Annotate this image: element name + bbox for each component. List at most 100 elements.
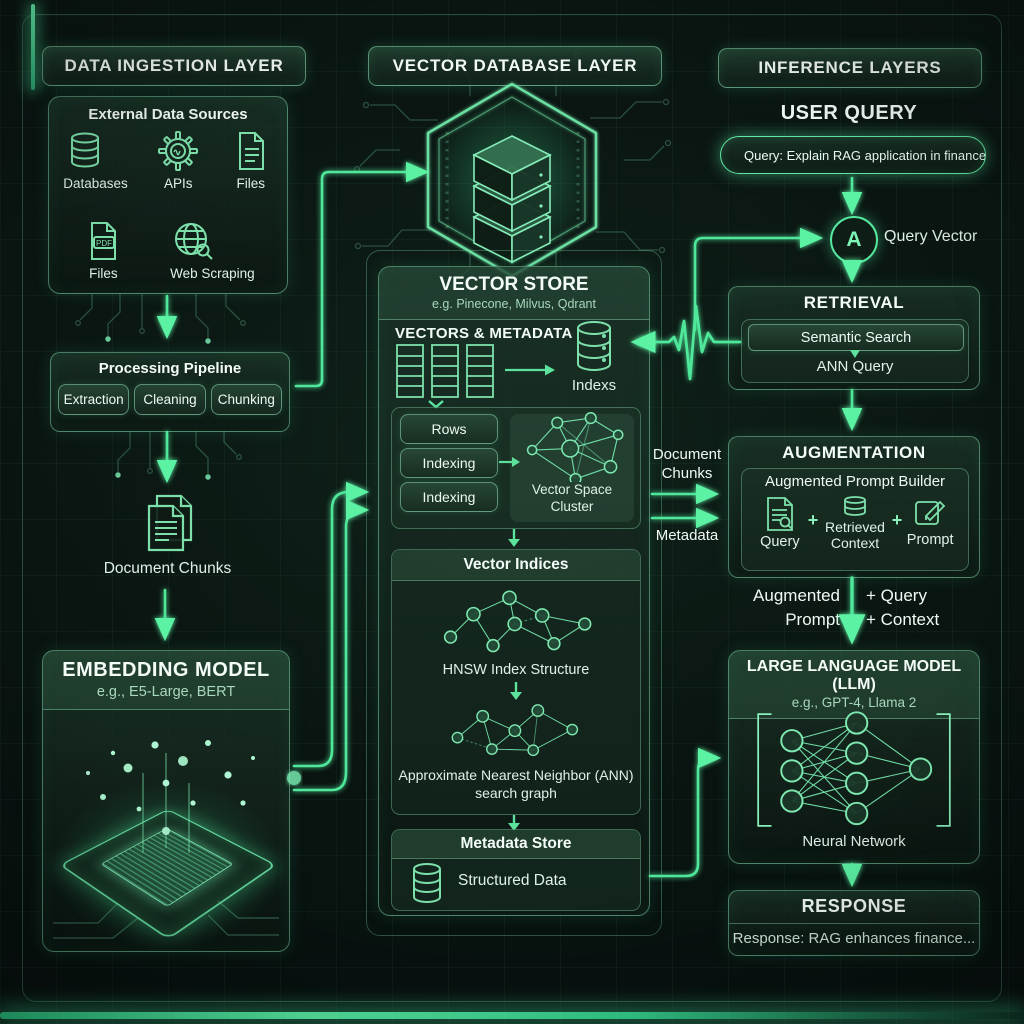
source-databases: Databases	[63, 129, 128, 191]
source-files: Files	[229, 129, 273, 191]
context-db-icon	[844, 496, 866, 516]
vector-space-cluster-icon	[526, 412, 624, 482]
index-database-icon	[577, 321, 611, 371]
retrieval-title: RETRIEVAL	[803, 293, 905, 312]
embedding-model-subtitle: e.g., E5-Large, BERT	[96, 684, 236, 700]
plus-sign: +	[891, 510, 903, 530]
embedding-chip-illustration	[43, 713, 289, 950]
response-panel: RESPONSE Response: RAG enhances finance.…	[728, 890, 980, 956]
gear-icon	[158, 131, 199, 171]
source-label: APIs	[164, 176, 193, 191]
plus-sign: +	[807, 510, 819, 530]
prompt-builder-box: Augmented Prompt Builder Query + Retriev…	[741, 468, 969, 571]
to-indices-arrow	[508, 529, 520, 547]
index-label: Indexs	[571, 377, 617, 394]
inference-layers-title: INFERENCE LAYERS	[758, 58, 942, 77]
vector-indices-panel: Vector Indices HNSW Index Structure A	[391, 549, 641, 815]
tables-to-index-arrow	[505, 364, 555, 376]
structured-data-label: Structured Data	[458, 872, 567, 889]
ann-label: Approximate Nearest Neighbor (ANN) searc…	[398, 767, 634, 802]
neural-network-icon	[757, 711, 951, 827]
external-data-sources-title: External Data Sources	[88, 106, 248, 123]
to-metadata-store-arrow	[508, 815, 520, 831]
edge-label-document-chunks: Document Chunks	[652, 446, 722, 482]
chip-particles	[53, 740, 279, 939]
query-vector-node: A	[830, 216, 878, 264]
store-pill-indexing-1: Indexing	[400, 448, 498, 478]
llm-header: LARGE LANGUAGE MODEL (LLM) e.g., GPT-4, …	[729, 651, 979, 719]
data-ingestion-layer-title: DATA INGESTION LAYER	[64, 56, 284, 75]
store-pill-rows: Rows	[400, 414, 498, 444]
pipeline-step-cleaning: Cleaning	[134, 384, 206, 415]
flow-plus-context: + Context	[866, 609, 940, 629]
prompt-builder-components: Query + Retrieved Context + Prompt	[742, 490, 968, 551]
vector-database-layer-title: VECTOR DATABASE LAYER	[392, 56, 638, 75]
source-pdf-files: PDF Files	[81, 219, 125, 281]
source-apis: APIs	[156, 129, 200, 191]
vectors-metadata-label: VECTORS & METADATA	[395, 325, 573, 342]
llm-panel: LARGE LANGUAGE MODEL (LLM) e.g., GPT-4, …	[728, 650, 980, 864]
component-retrieved-context: Retrieved Context	[818, 496, 892, 551]
pdf-file-icon: PDF	[91, 222, 117, 260]
response-title: RESPONSE	[729, 891, 979, 924]
hnsw-graph-icon	[443, 590, 592, 653]
structured-data-icon	[413, 863, 441, 903]
vector-space-cluster-label: Vector Space Cluster	[531, 482, 613, 514]
rows-indexing-box: Rows Indexing Indexing Vector Space Clus…	[391, 407, 641, 529]
svg-text:PDF: PDF	[96, 239, 112, 248]
source-label: Web Scraping	[170, 266, 255, 281]
hnsw-label: HNSW Index Structure	[442, 662, 590, 678]
prompt-builder-title: Augmented Prompt Builder	[764, 473, 946, 490]
source-label: Databases	[63, 176, 128, 191]
query-vector-badge: A	[846, 228, 862, 251]
vector-indices-title: Vector Indices	[392, 550, 640, 581]
bottom-glow-bar	[0, 1012, 1024, 1019]
response-text: Response: RAG enhances finance...	[732, 930, 976, 947]
tables-down-chevron	[428, 400, 444, 409]
globe-search-icon	[175, 223, 213, 260]
edge-label-metadata: Metadata	[655, 527, 719, 544]
source-label: Files	[236, 176, 265, 191]
external-data-sources-panel: External Data Sources Databases APIs Fil…	[48, 96, 288, 294]
query-vector-label: Query Vector	[884, 228, 978, 245]
ann-graph-icon	[451, 704, 579, 757]
augmented-prompt-flow-label: Augmented Prompt	[753, 586, 840, 629]
pipeline-step-extraction: Extraction	[58, 384, 130, 415]
pills-to-cluster-arrow	[499, 457, 520, 467]
file-icon	[238, 132, 264, 170]
component-query: Query	[752, 496, 808, 550]
prompt-edit-icon	[915, 500, 946, 525]
server-stack-icon	[472, 135, 552, 264]
hnsw-to-ann-arrow	[510, 682, 522, 700]
inference-layers-header: INFERENCE LAYERS	[718, 48, 982, 88]
data-ingestion-layer-header: DATA INGESTION LAYER	[42, 46, 306, 86]
source-label: Files	[89, 266, 118, 281]
source-web-scraping: Web Scraping	[170, 219, 255, 281]
embedding-model-panel: EMBEDDING MODEL e.g., E5-Large, BERT	[42, 650, 290, 952]
processing-pipeline-title: Processing Pipeline	[98, 360, 242, 377]
vector-store-subtitle: e.g. Pinecone, Milvus, Qdrant	[432, 297, 596, 311]
store-pill-indexing-2: Indexing	[400, 482, 498, 512]
stacked-documents-icon	[147, 494, 192, 552]
neural-network-caption: Neural Network	[802, 833, 906, 850]
query-context-flow-label: + Query + Context	[866, 584, 939, 632]
augmentation-title: AUGMENTATION	[782, 443, 926, 462]
processing-pipeline-panel: Processing Pipeline Extraction Cleaning …	[50, 352, 290, 432]
vector-db-outer-container	[366, 250, 662, 936]
vector-store-panel: VECTOR STORE e.g. Pinecone, Milvus, Qdra…	[378, 266, 650, 916]
vector-database-layer-header: VECTOR DATABASE LAYER	[368, 46, 662, 86]
database-icon	[71, 132, 100, 168]
vector-tables-icon	[396, 344, 494, 398]
retrieval-step-semantic-search: Semantic Search	[748, 324, 964, 351]
llm-subtitle: e.g., GPT-4, Llama 2	[791, 695, 917, 710]
embedding-model-title: EMBEDDING MODEL	[62, 659, 270, 681]
component-prompt: Prompt	[902, 496, 958, 548]
retrieval-step-ann-query: ANN Query	[816, 358, 894, 375]
pipeline-steps: Extraction Cleaning Chunking	[51, 377, 289, 415]
user-query-text: Query: Explain RAG application in financ…	[744, 147, 987, 163]
metadata-store-panel: Metadata Store Structured Data	[391, 829, 641, 911]
llm-title: LARGE LANGUAGE MODEL (LLM)	[746, 658, 962, 693]
retrieval-steps-box: Semantic Search ANN Query	[741, 319, 969, 383]
augmentation-panel: AUGMENTATION Augmented Prompt Builder Qu…	[728, 436, 980, 578]
